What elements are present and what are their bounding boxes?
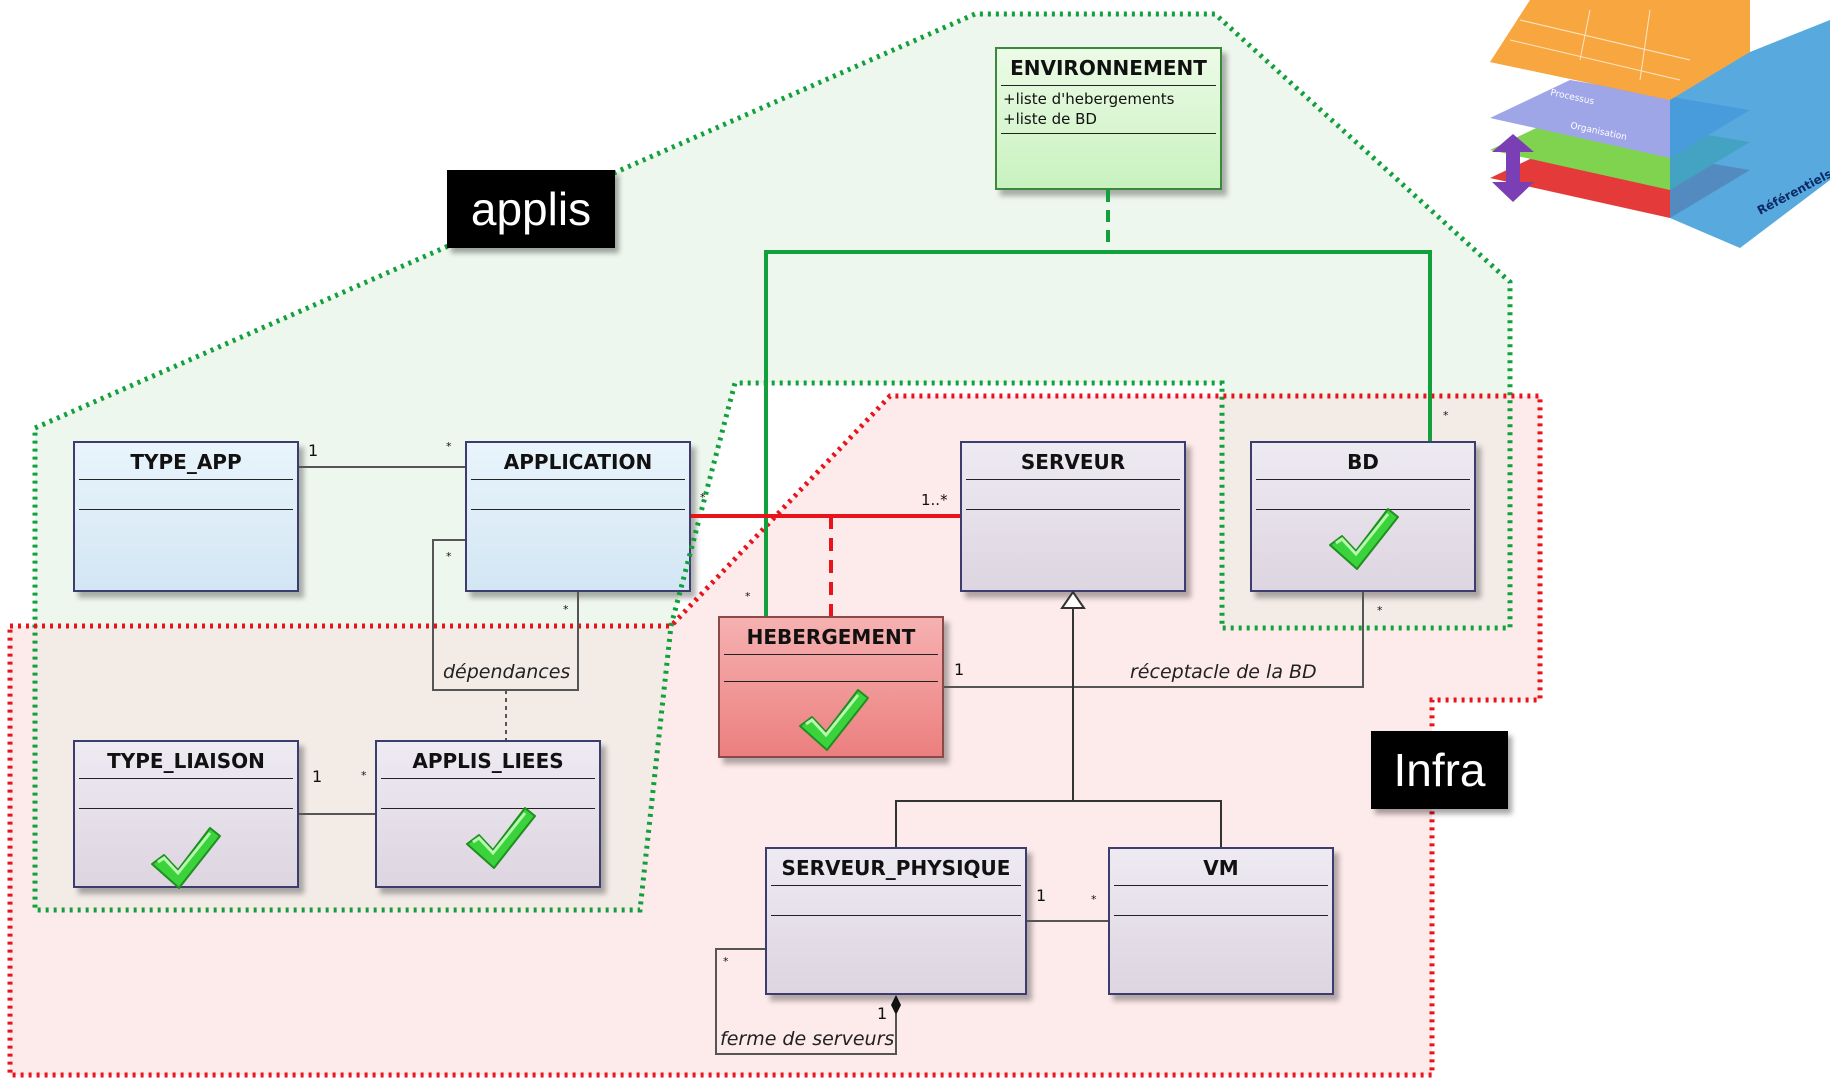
class-divider	[724, 681, 938, 682]
class-name: HEBERGEMENT	[746, 625, 916, 649]
mult-label: *	[745, 590, 751, 603]
class-name: BD	[1347, 450, 1379, 474]
mult-label: 1	[308, 441, 319, 460]
class-divider	[966, 509, 1180, 510]
class-environnement[interactable]: ENVIRONNEMENT +liste d'hebergements +lis…	[995, 47, 1222, 190]
class-divider	[966, 479, 1180, 480]
mult-label: *	[563, 603, 569, 616]
class-type-app[interactable]: TYPE_APP	[73, 441, 299, 592]
class-divider	[381, 778, 595, 779]
infra-zone-label: Infra	[1371, 731, 1508, 809]
class-name: ENVIRONNEMENT	[1010, 56, 1207, 80]
class-divider	[1001, 85, 1216, 86]
mult-label: *	[361, 769, 367, 782]
class-name: APPLIS_LIEES	[412, 749, 564, 773]
class-name: VM	[1203, 856, 1239, 880]
class-divider	[724, 654, 938, 655]
class-attributes: +liste d'hebergements +liste de BD	[1003, 89, 1174, 129]
class-name: TYPE_LIAISON	[107, 749, 265, 773]
attribute-bd: +liste de BD	[1003, 110, 1097, 128]
class-divider	[1114, 885, 1328, 886]
class-divider	[1256, 479, 1470, 480]
mult-label: 1	[1036, 886, 1047, 905]
class-serveur-physique[interactable]: SERVEUR_PHYSIQUE	[765, 847, 1027, 995]
class-bd[interactable]: BD	[1250, 441, 1476, 592]
class-vm[interactable]: VM	[1108, 847, 1334, 995]
check-icon	[466, 807, 536, 869]
mult-label: 1	[877, 1004, 888, 1023]
class-name: TYPE_APP	[130, 450, 242, 474]
layered-model-thumbnail: Processus Organisation Infrastructures R…	[1490, 0, 1830, 255]
class-name: SERVEUR_PHYSIQUE	[781, 856, 1011, 880]
class-divider	[771, 915, 1021, 916]
class-divider	[79, 479, 293, 480]
mult-label: 1..*	[921, 491, 948, 509]
relation-dependances: dépendances	[443, 661, 571, 683]
class-applis-liees[interactable]: APPLIS_LIEES	[375, 740, 601, 888]
class-hebergement[interactable]: HEBERGEMENT	[718, 616, 944, 758]
mult-label: 1	[954, 660, 965, 679]
mult-label: *	[446, 440, 452, 453]
class-serveur[interactable]: SERVEUR	[960, 441, 1186, 592]
mult-label: *	[446, 550, 452, 563]
relation-ferme: ferme de serveurs	[720, 1028, 895, 1050]
mult-label: *	[1443, 409, 1449, 422]
check-icon	[151, 827, 221, 889]
mult-label: *	[723, 955, 729, 968]
class-divider	[79, 808, 293, 809]
class-divider	[79, 509, 293, 510]
class-divider	[471, 479, 685, 480]
mult-label: 1	[312, 767, 323, 786]
class-divider	[79, 778, 293, 779]
attribute-hebergements: +liste d'hebergements	[1003, 90, 1175, 108]
class-type-liaison[interactable]: TYPE_LIAISON	[73, 740, 299, 889]
double-arrow-icon	[1492, 134, 1534, 202]
thumbnail-top	[1490, 0, 1750, 100]
mult-label: *	[1091, 893, 1097, 906]
relation-receptacle: réceptacle de la BD	[1130, 661, 1317, 683]
class-name: SERVEUR	[1020, 450, 1126, 474]
class-divider	[471, 509, 685, 510]
class-divider	[1114, 915, 1328, 916]
mult-label: *	[1377, 604, 1383, 617]
mult-label: *	[700, 491, 706, 504]
class-application[interactable]: APPLICATION	[465, 441, 691, 592]
class-name: APPLICATION	[503, 450, 653, 474]
check-icon	[799, 689, 869, 751]
class-divider	[1001, 133, 1216, 134]
applis-zone-label: applis	[447, 170, 615, 248]
check-icon	[1329, 508, 1399, 570]
thumbnail-side	[1670, 20, 1830, 248]
class-divider	[771, 885, 1021, 886]
